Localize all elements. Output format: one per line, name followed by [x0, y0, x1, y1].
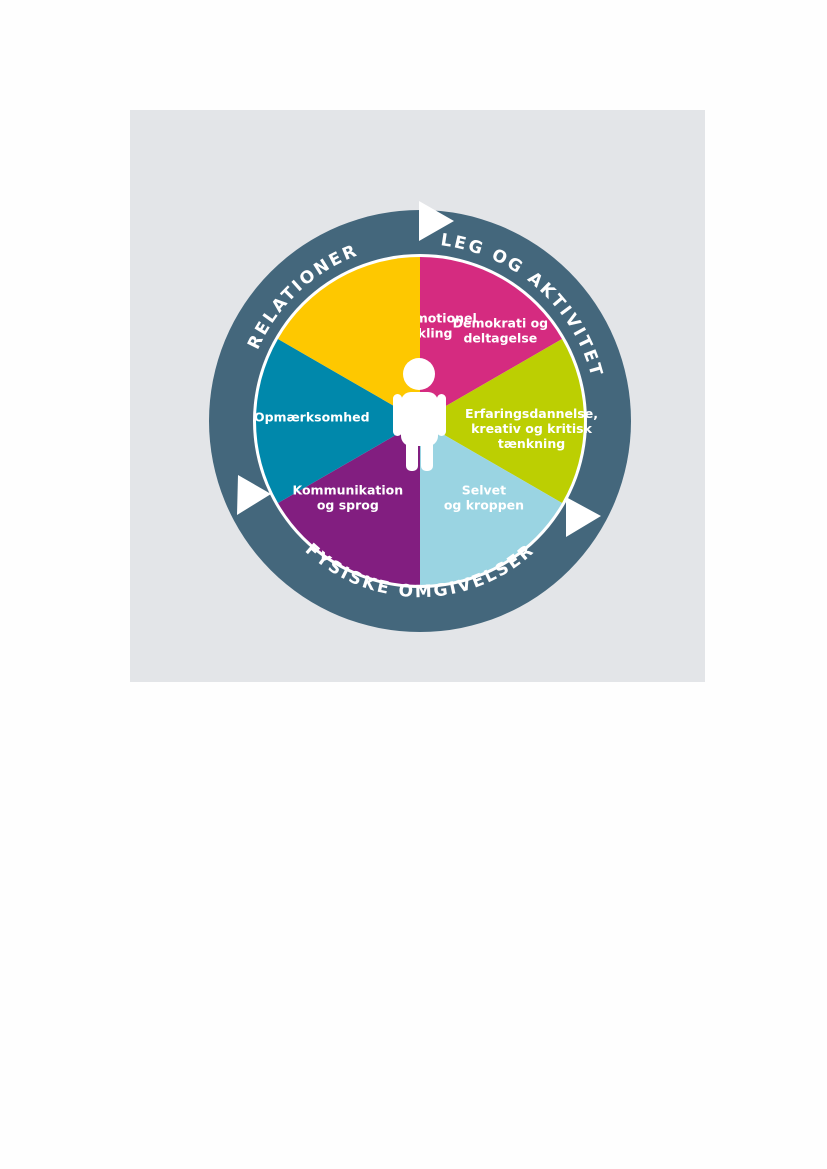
- segments: Socio-emotioneludviklingDemokrati ogdelt…: [254, 257, 598, 585]
- pedagogy-wheel: Socio-emotioneludviklingDemokrati ogdelt…: [209, 201, 631, 632]
- diagram-figure: Socio-emotioneludviklingDemokrati ogdelt…: [130, 110, 705, 682]
- arrow-left-icon: [237, 475, 271, 515]
- segment-opmaerksomhed-label: Opmærksomhed: [254, 410, 370, 425]
- arrow-top-icon: [419, 201, 454, 241]
- arrow-right-icon: [566, 497, 601, 537]
- segment-opmaerksomhed: [277, 257, 420, 421]
- segment-socio-emotionel: [420, 257, 563, 421]
- segment-kommunikation: [256, 339, 420, 503]
- child-figure-icon: [393, 358, 446, 471]
- segment-demokrati: [420, 339, 584, 503]
- segment-selvet: [277, 421, 420, 585]
- segment-erfaringsdannelse: [420, 421, 563, 585]
